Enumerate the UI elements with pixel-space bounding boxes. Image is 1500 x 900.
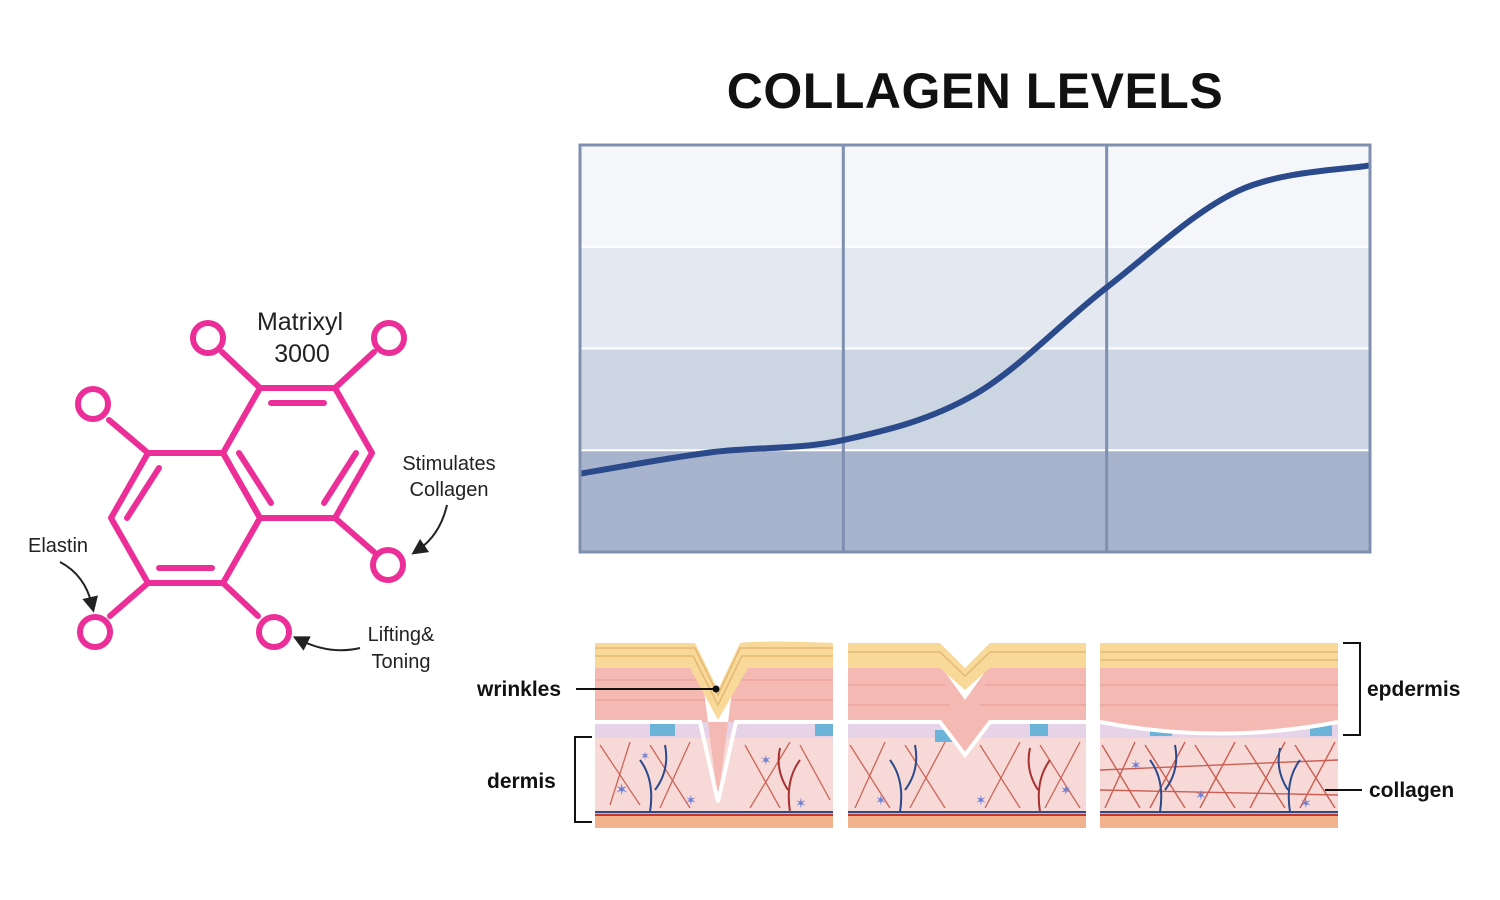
chart-bands <box>580 145 1370 552</box>
svg-text:✶: ✶ <box>875 793 887 809</box>
collagen-series-line <box>580 162 1370 477</box>
left-ring <box>108 450 263 586</box>
chart-frame <box>578 143 1372 554</box>
label-elastin: Elastin <box>28 535 88 557</box>
svg-text:✶: ✶ <box>760 753 772 769</box>
collagen-chart <box>578 143 1372 554</box>
leader-wrinkles-dot <box>712 685 720 693</box>
svg-text:✶: ✶ <box>685 793 697 809</box>
bracket-epidermis-icon <box>1343 642 1361 736</box>
label-epidermis: epdermis <box>1367 678 1460 701</box>
skin-panel-1: ✶ ✶ ✶ ✶ ✶ <box>595 641 833 828</box>
svg-text:✶: ✶ <box>640 749 650 763</box>
label-stimulates: Stimulates <box>402 453 495 475</box>
matrixyl-molecule-icon <box>75 320 407 650</box>
skin-panel-3: ✶ ✶ ✶ <box>1099 643 1339 828</box>
label-dermis: dermis <box>487 770 556 793</box>
svg-text:✶: ✶ <box>1060 783 1072 799</box>
chart-vertical-grid <box>841 145 1109 552</box>
svg-text:✶: ✶ <box>1130 758 1142 774</box>
bracket-dermis-icon <box>574 736 592 823</box>
right-ring <box>220 385 375 521</box>
svg-text:✶: ✶ <box>1195 788 1207 804</box>
svg-text:✶: ✶ <box>1300 796 1312 812</box>
svg-text:✶: ✶ <box>615 780 628 799</box>
molecule-name-number: 3000 <box>274 340 330 368</box>
label-collagen: collagen <box>1369 779 1454 802</box>
svg-text:✶: ✶ <box>795 796 807 812</box>
molecule-name: Matrixyl <box>257 308 343 336</box>
skin-panel-2: ✶ ✶ ✶ <box>848 643 1086 828</box>
arrow-elastin-icon <box>59 561 98 613</box>
arrow-stimulates-icon <box>411 504 448 555</box>
chart-band <box>580 246 1370 349</box>
label-toning: Toning <box>372 651 431 673</box>
arrow-lifting-icon <box>292 636 361 652</box>
chart-band <box>580 450 1370 552</box>
label-wrinkles: wrinkles <box>476 678 561 701</box>
label-collagen-stim: Collagen <box>410 479 489 501</box>
chart-band <box>580 348 1370 451</box>
svg-text:✶: ✶ <box>975 793 987 809</box>
chart-band <box>580 145 1370 247</box>
chart-title: COLLAGEN LEVELS <box>726 63 1224 119</box>
label-lifting: Lifting& <box>368 624 435 646</box>
